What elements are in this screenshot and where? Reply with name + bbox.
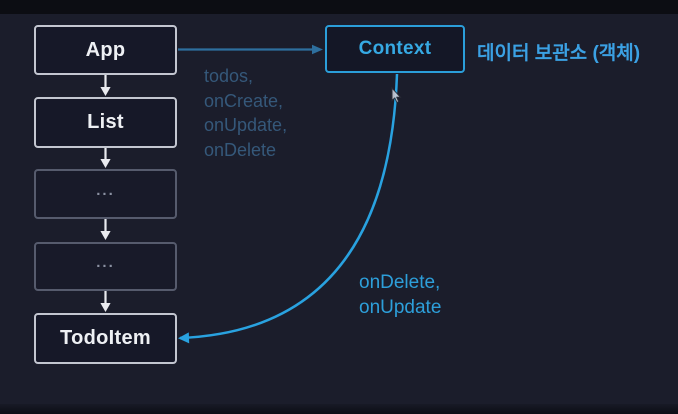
node-placeholder-2-label: ... xyxy=(96,254,115,271)
placeholder-to-todoitem-arrow xyxy=(100,291,111,312)
context-methods-label: onDelete, onUpdate xyxy=(359,271,441,320)
node-list: List xyxy=(34,97,177,148)
context-note: 데이터 보관소 (객체) xyxy=(477,43,641,64)
node-context-label: Context xyxy=(358,38,432,59)
node-app-label: App xyxy=(85,38,126,61)
letterbox-bottom xyxy=(0,404,678,414)
node-todoitem-label: TodoItem xyxy=(60,327,151,349)
props-label: todos, onCreate, onUpdate, onDelete xyxy=(204,64,287,162)
node-placeholder-2: ... xyxy=(34,242,177,291)
app-to-context-arrow xyxy=(178,44,323,55)
list-to-placeholder-arrow xyxy=(100,148,111,168)
context-methods-line: onDelete, xyxy=(359,272,441,293)
mouse-cursor-icon xyxy=(391,86,402,104)
node-placeholder-1-label: ... xyxy=(96,181,115,199)
placeholder-to-placeholder-arrow xyxy=(100,219,111,240)
props-label-line: onDelete xyxy=(204,139,277,160)
node-context: Context xyxy=(325,25,465,73)
letterbox-top xyxy=(0,0,678,14)
props-label-line: todos, xyxy=(204,66,254,86)
context-methods-line: onUpdate xyxy=(359,296,442,318)
node-app: App xyxy=(34,25,177,75)
app-to-list-arrow xyxy=(100,75,111,96)
node-placeholder-1: ... xyxy=(34,169,177,219)
node-todoitem: TodoItem xyxy=(34,313,177,364)
props-label-line: onUpdate, xyxy=(204,115,288,135)
props-label-line: onCreate, xyxy=(204,90,284,111)
node-list-label: List xyxy=(87,111,124,133)
